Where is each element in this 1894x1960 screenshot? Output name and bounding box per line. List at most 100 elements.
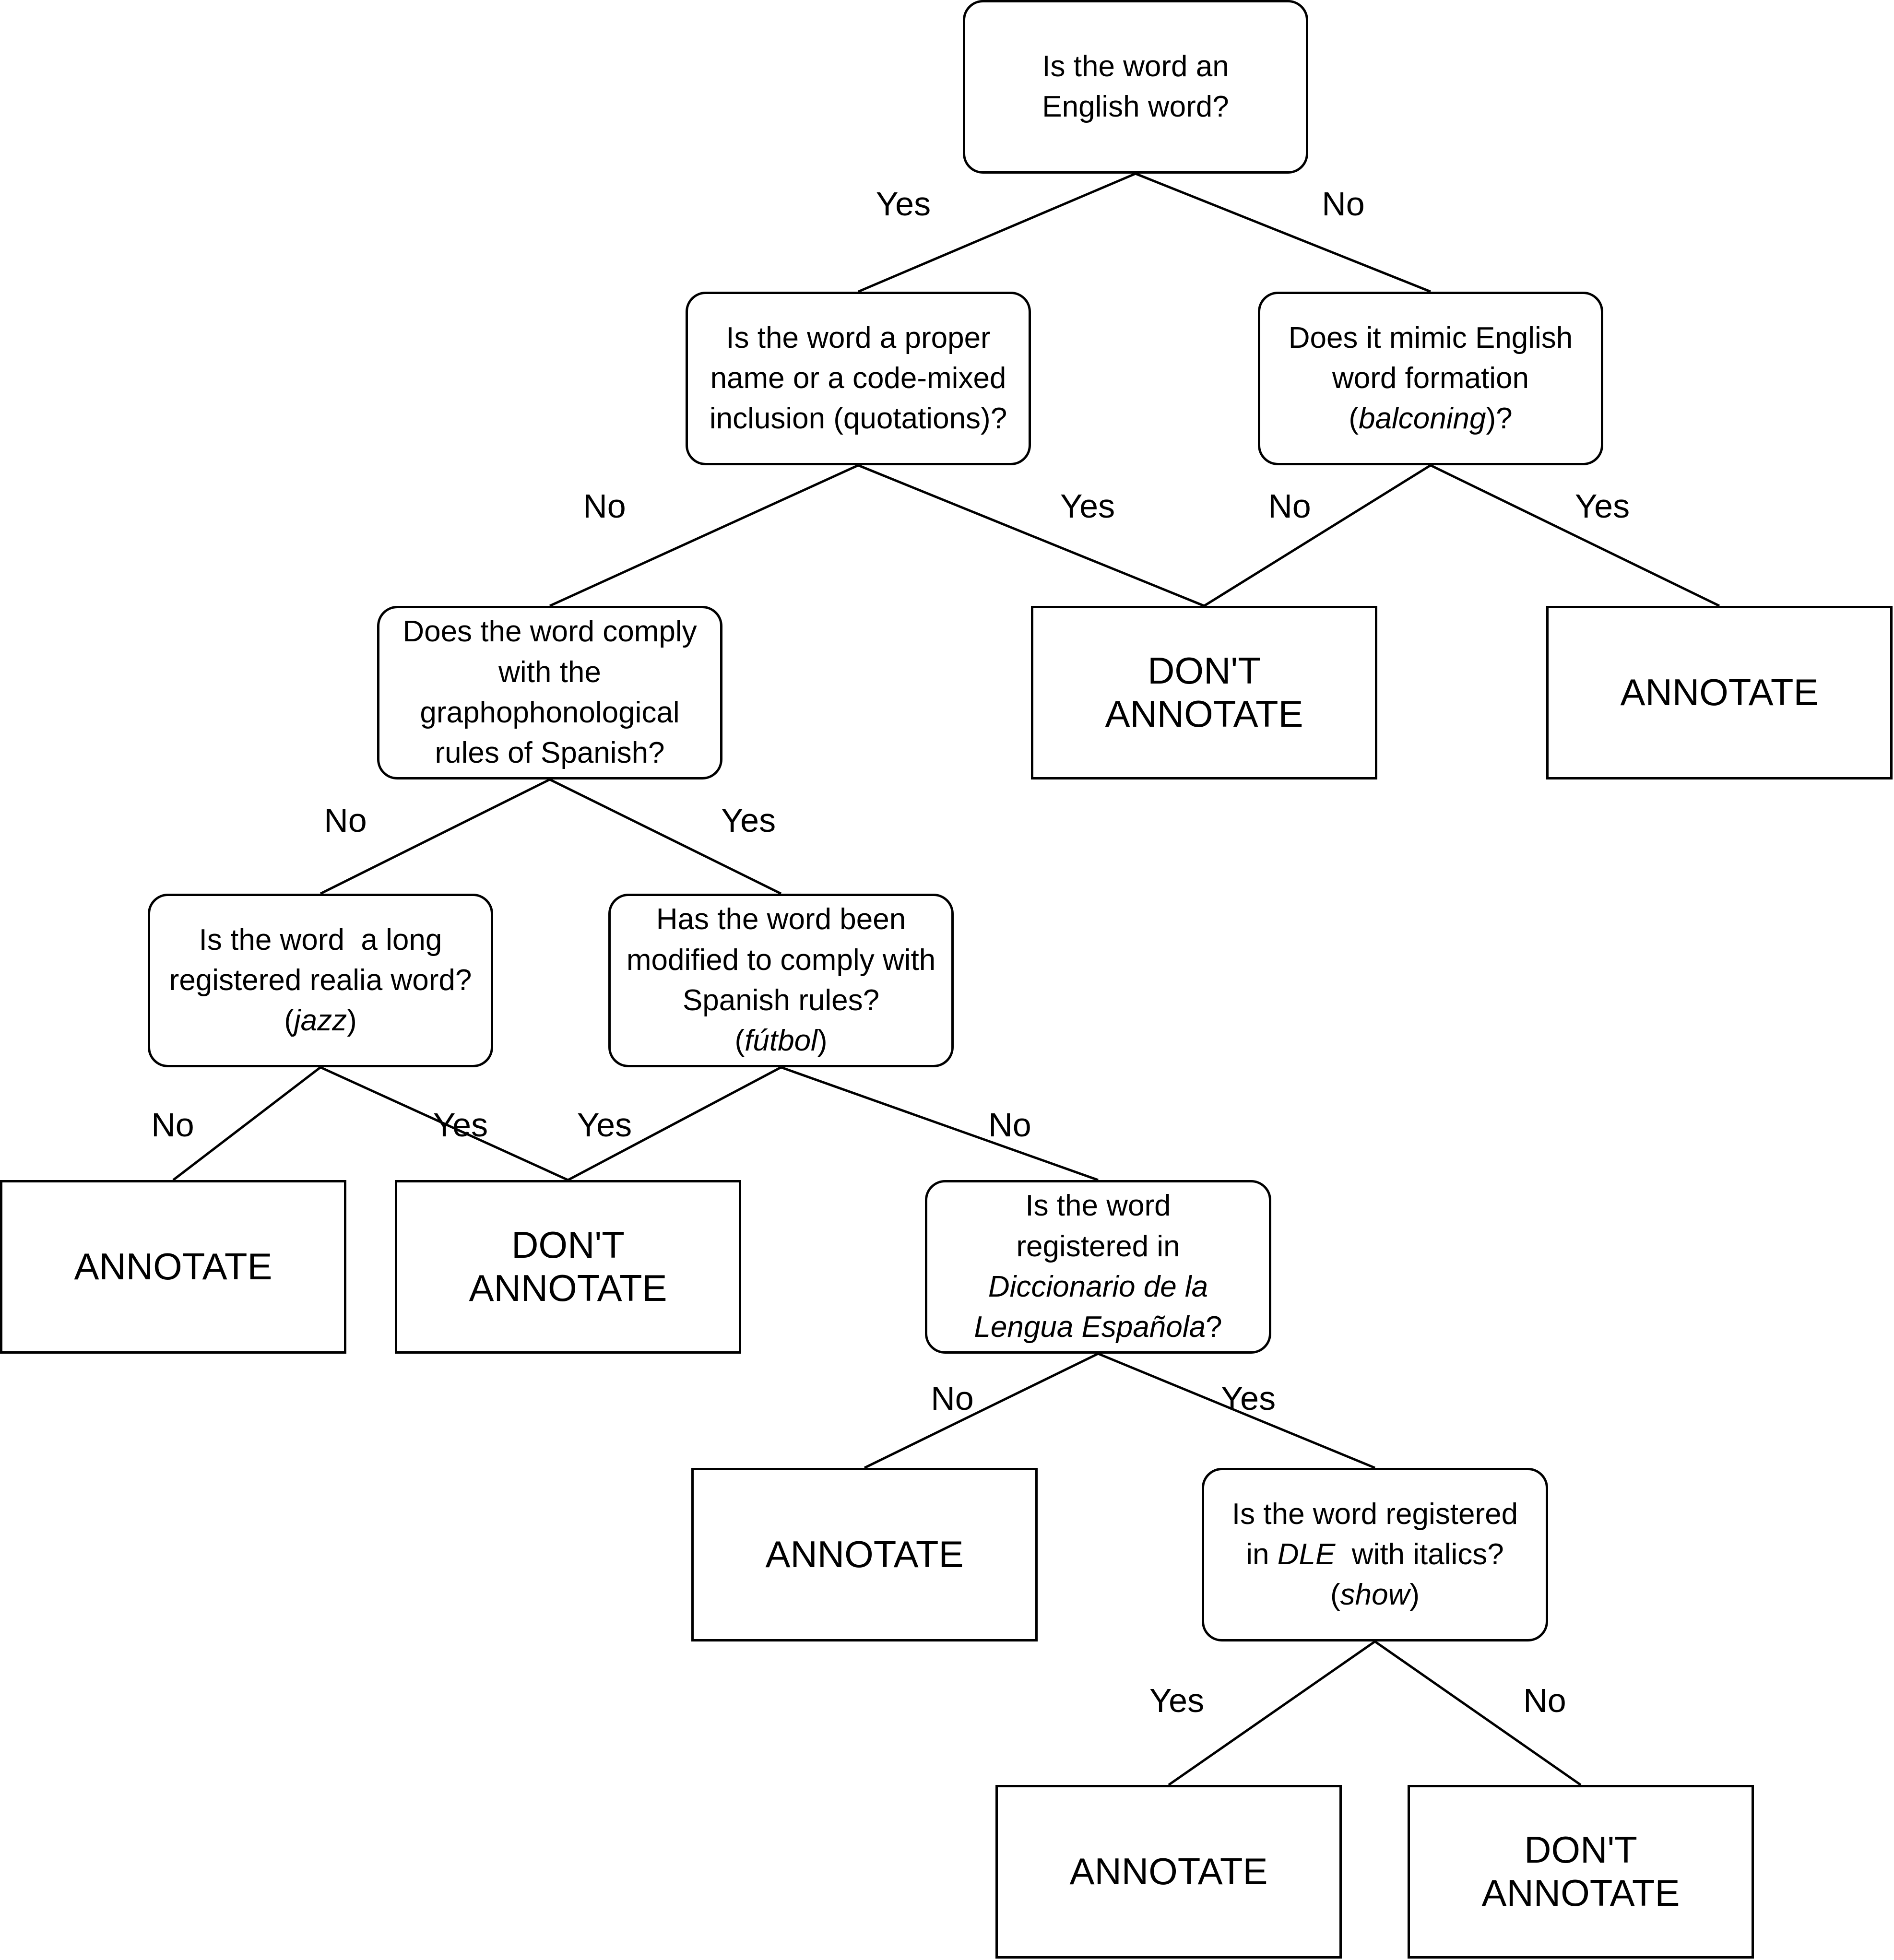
- text-segment: modified to comply with: [626, 943, 936, 977]
- text-segment: )?: [1486, 402, 1513, 436]
- node-text-line: Is the word: [974, 1186, 1222, 1226]
- node-text: ANNOTATE: [74, 1245, 272, 1288]
- text-segment: Is the word registered: [1231, 1497, 1518, 1531]
- node-text-line: with the: [402, 652, 697, 693]
- node-text-line: Is the word a proper: [710, 318, 1007, 358]
- question-node-q7: Is the word registered in Diccionario de l…: [925, 1180, 1271, 1354]
- node-text-line: (jazz): [169, 1001, 472, 1041]
- edge-q1-q3: [1135, 172, 1431, 293]
- node-text: Is the word a proper name or a code-mixed…: [710, 318, 1007, 439]
- edge-q4-q5: [320, 778, 551, 895]
- edge-label-q6-o_dont2: Yes: [577, 1106, 632, 1144]
- node-text-line: DON'T: [1481, 1829, 1680, 1872]
- outcome-node-o_ann2: ANNOTATE: [0, 1180, 346, 1354]
- text-segment: name or a code-mixed: [710, 361, 1006, 395]
- edge-q6-o_dont2: [567, 1066, 782, 1181]
- edge-q7-o_ann3: [864, 1352, 1099, 1469]
- node-text-line: word formation: [1289, 358, 1573, 399]
- node-text-line: ANNOTATE: [1105, 693, 1303, 736]
- text-segment: in: [1246, 1537, 1278, 1571]
- node-text-line: ANNOTATE: [1620, 671, 1818, 714]
- edge-q5-o_dont2: [320, 1066, 569, 1181]
- node-text-line: registered realia word?: [169, 960, 472, 1001]
- node-text-line: (fútbol): [627, 1021, 935, 1061]
- text-segment: registered realia word?: [169, 963, 472, 997]
- outcome-node-o_ann1: ANNOTATE: [1546, 606, 1893, 779]
- edge-q3-o_dont1: [1203, 464, 1432, 607]
- edge-q8-o_ann4: [1168, 1640, 1376, 1786]
- edge-label-q1-q2: Yes: [876, 185, 931, 223]
- text-segment: Is the word a long: [199, 923, 442, 956]
- edge-label-q3-o_dont1: No: [1268, 487, 1311, 525]
- text-segment: ANNOTATE: [1620, 671, 1819, 714]
- node-text: ANNOTATE: [765, 1533, 963, 1576]
- node-text-line: name or a code-mixed: [710, 358, 1007, 399]
- node-text-line: in DLE with italics?: [1232, 1535, 1518, 1575]
- edge-label-q5-o_ann2: No: [151, 1106, 194, 1144]
- node-text-line: modified to comply with: [627, 940, 935, 980]
- text-segment: Has the word been: [656, 903, 906, 936]
- node-text: Has the word been modified to comply with…: [627, 899, 935, 1061]
- text-segment: (: [1330, 1578, 1340, 1612]
- text-segment: English word?: [1042, 90, 1229, 123]
- edge-q2-q4: [549, 464, 859, 607]
- edge-label-q2-o_dont1: Yes: [1060, 487, 1115, 525]
- node-text-line: ANNOTATE: [74, 1245, 272, 1288]
- text-segment: word formation: [1332, 361, 1529, 395]
- text-segment: ANNOTATE: [765, 1533, 964, 1576]
- text-segment: DON'T: [1524, 1829, 1637, 1871]
- node-text-line: Diccionario de la: [974, 1267, 1222, 1307]
- text-segment: with italics?: [1335, 1537, 1504, 1571]
- edge-q6-q7: [781, 1066, 1099, 1181]
- node-text-line: registered in: [974, 1227, 1222, 1267]
- text-segment: ): [347, 1004, 357, 1038]
- italic-text: jazz: [294, 1004, 347, 1038]
- node-text-line: Does the word comply: [402, 612, 697, 652]
- text-segment: Is the word a proper: [726, 321, 991, 354]
- edge-q5-o_ann2: [172, 1066, 321, 1181]
- edge-label-q7-o_ann3: No: [931, 1380, 974, 1417]
- node-text-line: Spanish rules?: [627, 980, 935, 1021]
- node-text-line: Has the word been: [627, 899, 935, 940]
- edge-q1-q2: [858, 172, 1136, 293]
- text-segment: graphophonological: [420, 696, 680, 729]
- text-segment: with the: [498, 655, 601, 689]
- node-text-line: ANNOTATE: [1069, 1850, 1267, 1893]
- text-segment: (: [1349, 402, 1359, 436]
- node-text: Is the word registered in DLE with italic…: [1232, 1494, 1518, 1616]
- edge-label-q6-q7: No: [988, 1106, 1031, 1144]
- node-text-line: ANNOTATE: [765, 1533, 963, 1576]
- outcome-node-o_ann4: ANNOTATE: [995, 1785, 1342, 1959]
- text-segment: Spanish rules?: [682, 984, 880, 1017]
- text-segment: registered in: [1016, 1229, 1180, 1263]
- node-text: Is the word registered in Diccionario de l…: [974, 1186, 1222, 1347]
- edge-label-q7-q8: Yes: [1220, 1380, 1276, 1417]
- node-text-line: ANNOTATE: [1481, 1872, 1680, 1915]
- text-segment: ANNOTATE: [74, 1245, 272, 1288]
- italic-text: show: [1340, 1578, 1410, 1612]
- text-segment: DON'T: [511, 1224, 625, 1266]
- text-segment: Is the word: [1025, 1189, 1171, 1223]
- node-text-line: ANNOTATE: [469, 1267, 667, 1310]
- node-text-line: Is the word registered: [1232, 1494, 1518, 1535]
- node-text: ANNOTATE: [1069, 1850, 1267, 1893]
- edge-q7-q8: [1098, 1352, 1375, 1469]
- text-segment: ANNOTATE: [1105, 693, 1303, 735]
- text-segment: ANNOTATE: [469, 1267, 667, 1309]
- text-segment: ): [1409, 1578, 1420, 1612]
- italic-text: Lengua Española: [974, 1311, 1206, 1344]
- italic-text: fútbol: [745, 1024, 817, 1058]
- edge-label-q5-o_dont2: Yes: [433, 1106, 488, 1144]
- edge-q3-o_ann1: [1430, 464, 1720, 607]
- italic-text: DLE: [1277, 1537, 1336, 1571]
- text-segment: ANNOTATE: [1069, 1850, 1268, 1893]
- edge-label-q4-q6: Yes: [721, 802, 776, 839]
